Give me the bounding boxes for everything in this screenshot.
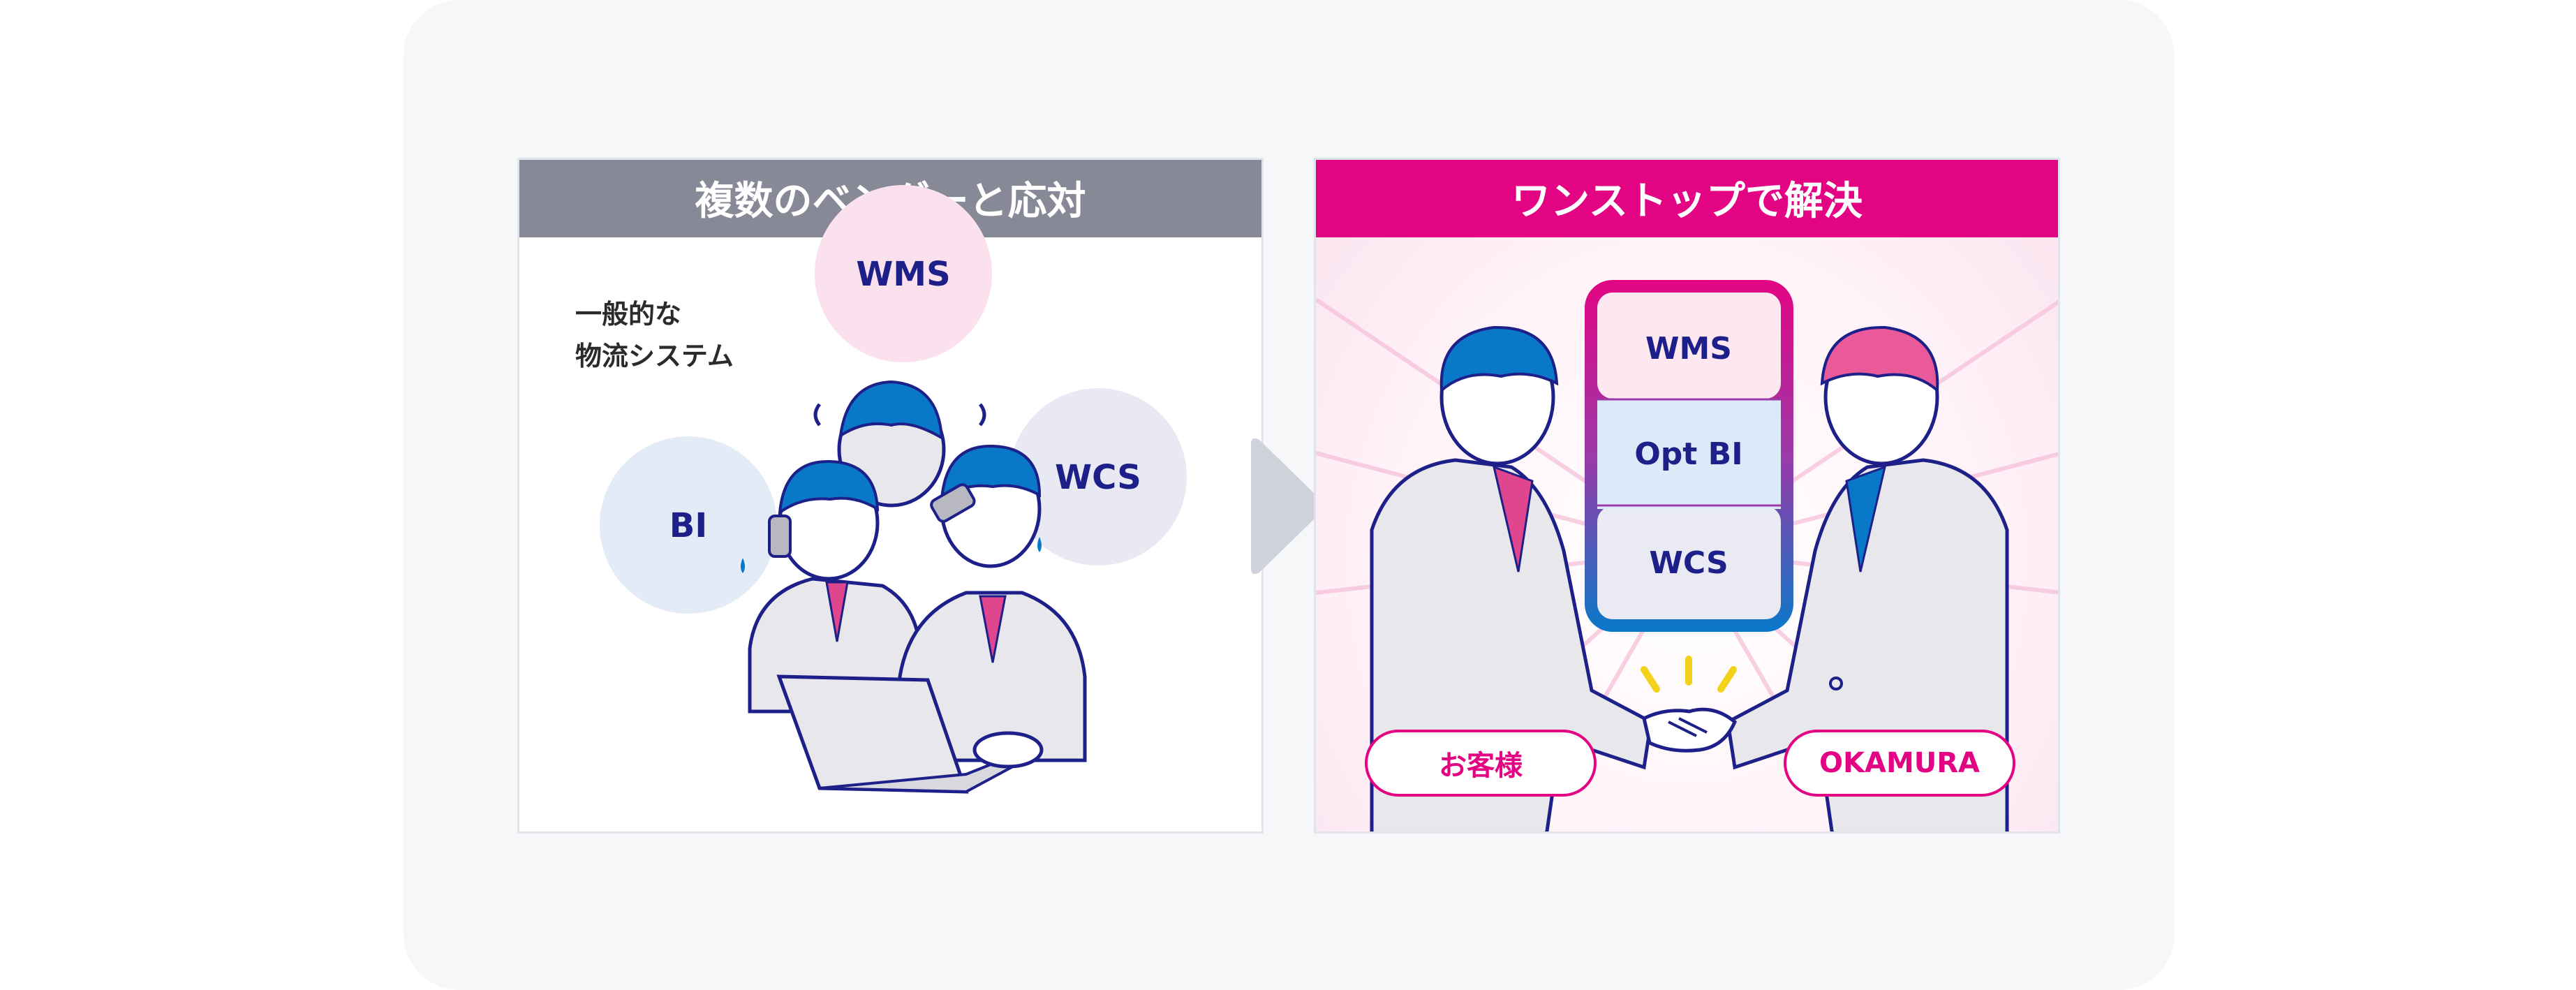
bi-bubble bbox=[600, 436, 777, 614]
stack-label-wms: WMS bbox=[1645, 331, 1732, 367]
stack-label-opt-bi: Opt BI bbox=[1634, 436, 1742, 472]
multiple-vendors-panel: 複数のベンダーと応対 一般的な 物流システム WMS WCS BI bbox=[517, 158, 1264, 834]
bi-bubble-label: BI bbox=[669, 506, 707, 545]
handshake-icon bbox=[1642, 707, 1738, 753]
stressed-workers-illustration: WMS WCS BI bbox=[600, 185, 1187, 794]
wms-bubble-label: WMS bbox=[856, 255, 950, 294]
stack-label-wcs: WCS bbox=[1649, 545, 1728, 581]
stack-item-wcs bbox=[1597, 506, 1781, 619]
right-worker bbox=[898, 444, 1087, 762]
one-stop-panel: ワンストップで解決 WMS bbox=[1314, 158, 2060, 834]
spark-icon bbox=[1641, 656, 1737, 693]
general-system-note-line2: 物流システム bbox=[575, 341, 734, 371]
customer-label: お客様 bbox=[1365, 730, 1597, 797]
wcs-bubble bbox=[1009, 388, 1187, 566]
one-stop-title: ワンストップで解決 bbox=[1316, 160, 2058, 237]
flow-arrow-icon bbox=[1251, 438, 1323, 574]
sweat-drop-icon bbox=[741, 558, 745, 573]
stack-item-opt-bi bbox=[1597, 400, 1781, 505]
worry-mark-icon bbox=[978, 403, 986, 427]
sweat-drop-icon bbox=[1037, 537, 1042, 552]
laptop-icon bbox=[776, 674, 1044, 794]
general-system-note-line1: 一般的な bbox=[575, 299, 682, 330]
stack-item-wms bbox=[1597, 293, 1781, 399]
wcs-bubble-label: WCS bbox=[1055, 458, 1141, 497]
wms-bubble bbox=[815, 185, 992, 362]
okamura-label: OKAMURA bbox=[1784, 730, 2015, 797]
worry-mark-icon bbox=[813, 403, 822, 427]
